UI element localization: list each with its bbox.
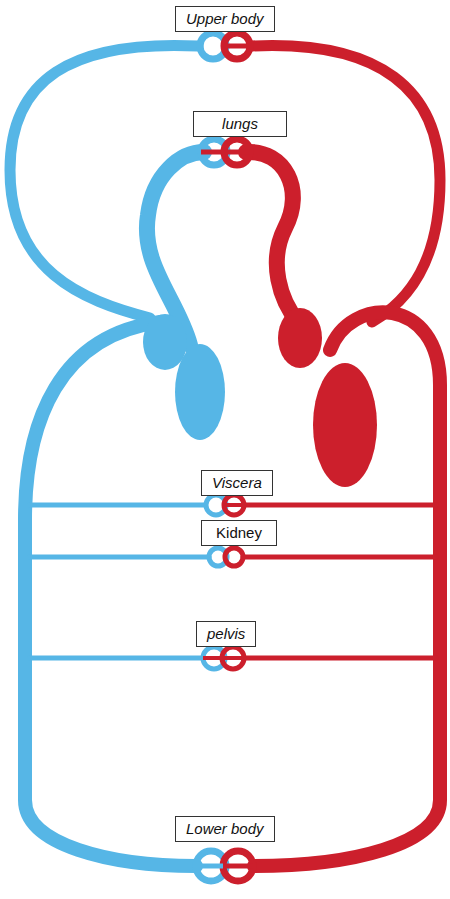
lower-capillary [196,851,253,881]
renal-artery [243,555,436,560]
left-atrium [278,308,322,368]
upper-capillary [200,33,250,59]
left-ventricle [313,363,377,487]
right-ventricle [175,344,225,440]
organ-label: Lower body [175,816,275,842]
lung-capillary [201,139,250,165]
upper-vein [10,45,198,318]
pelvic-capillary [203,647,244,669]
heart [143,308,377,487]
organ-name: Kidney [212,524,266,542]
visceral-capillary [206,495,244,515]
organ-label: Viscera [201,470,273,496]
pelvic-vein [30,656,202,661]
aorta [254,312,440,866]
pelvic-artery [244,656,436,661]
visceral-vein [30,503,205,508]
organ-name: Upper body [186,10,264,28]
vena-cava [25,322,196,866]
organ-name: pelvis [207,625,245,643]
visceral-artery [245,503,436,508]
right-atrium [143,314,187,370]
capillary-beds [196,33,253,881]
organ-name: Lower body [186,820,264,838]
organ-label: lungs [193,111,287,137]
organ-name: lungs [204,115,276,133]
renal-capillary [209,548,243,566]
organ-label: pelvis [196,621,256,647]
organ-name: Viscera [212,474,262,492]
organ-label: Kidney [201,520,277,546]
vessels [10,45,440,866]
pulmonary-vein [246,152,298,322]
renal-vein [30,555,209,560]
organ-label: Upper body [175,6,275,32]
